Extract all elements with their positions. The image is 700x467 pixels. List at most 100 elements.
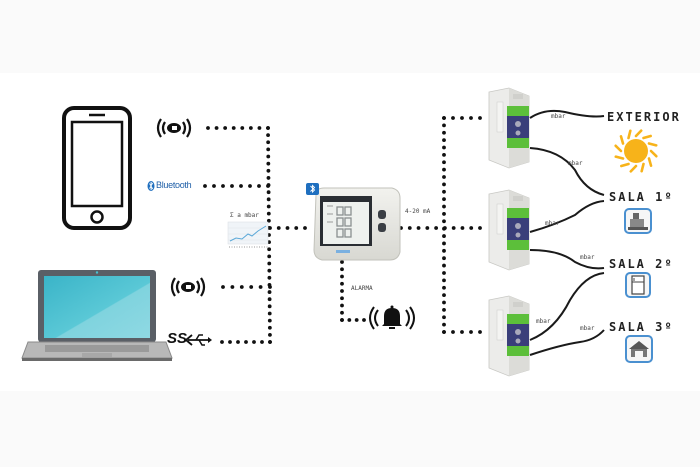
- connection-dot: [442, 160, 446, 165]
- room-label-sala-1: SALA 1º: [609, 190, 674, 204]
- cable-sala3: [529, 329, 605, 356]
- room-label-sala-2: SALA 2º: [609, 257, 674, 271]
- connection-dot: [442, 138, 446, 143]
- connection-dot: [228, 340, 232, 344]
- connection-dot: [252, 340, 256, 344]
- connection-dot: [266, 204, 271, 209]
- connection-dot: [460, 226, 465, 230]
- connection-dot: [212, 184, 216, 188]
- connection-dot: [442, 330, 446, 334]
- connection-dot: [442, 182, 446, 187]
- sensor-cables: [529, 109, 605, 356]
- connection-dot: [442, 256, 446, 261]
- connection-dot: [223, 126, 228, 130]
- connection-dot: [266, 154, 271, 159]
- connection-dot: [267, 275, 272, 280]
- connection-dot: [267, 290, 272, 294]
- connection-dot: [442, 300, 446, 305]
- sun-icon: [614, 129, 658, 173]
- connection-dot: [221, 285, 225, 289]
- connection-dot: [442, 189, 446, 194]
- connection-dot: [214, 126, 219, 130]
- sun-ray: [614, 155, 625, 160]
- cable-label: mbar: [580, 254, 595, 261]
- transmitter-module: [488, 295, 530, 377]
- connection-dot: [285, 226, 290, 230]
- connection-dot: [442, 315, 446, 320]
- cable-label: mbar: [551, 113, 566, 120]
- sun-ray: [634, 129, 643, 138]
- connection-dot: [442, 278, 446, 283]
- laptop-icon: [21, 270, 173, 361]
- connection-dot: [268, 340, 272, 344]
- connection-dot: [267, 254, 272, 259]
- connection-dot: [362, 318, 366, 322]
- connection-dot: [206, 126, 210, 130]
- connection-dot: [340, 310, 344, 315]
- connection-dot: [266, 211, 271, 216]
- connection-dot: [460, 116, 464, 120]
- smartphone-icon: [62, 106, 132, 230]
- connection-dot: [416, 226, 421, 230]
- usb-icon: [185, 334, 212, 346]
- connection-dot: [267, 304, 272, 309]
- connection-dot: [442, 322, 446, 327]
- wifi-icon: [156, 118, 192, 138]
- connection-dot: [442, 293, 446, 298]
- bluetooth-label: Bluetooth: [156, 180, 192, 190]
- connection-dot: [451, 330, 455, 334]
- connection-dot: [266, 218, 271, 223]
- connection-dot: [340, 296, 344, 301]
- cable-sala1-a: [529, 147, 605, 196]
- connection-dot: [442, 167, 446, 172]
- connection-dot: [276, 226, 281, 230]
- bluetooth-icon: [147, 181, 155, 191]
- connection-dot: [442, 204, 446, 209]
- connection-dot: [267, 261, 272, 266]
- sun-ray: [629, 164, 638, 173]
- connection-dot: [425, 226, 430, 230]
- connection-dot: [267, 325, 272, 330]
- connection-dot: [340, 318, 344, 322]
- connection-dot: [239, 285, 244, 289]
- connection-dot: [340, 281, 344, 286]
- connection-dot: [442, 145, 446, 150]
- connection-dot: [220, 340, 224, 344]
- graph-caption: Σ a mbar: [230, 212, 259, 219]
- connection-dot: [267, 247, 272, 252]
- connection-dot: [266, 147, 271, 152]
- connection-dot: [442, 248, 446, 253]
- usb-label: SS: [167, 330, 188, 347]
- connection-dot: [340, 267, 344, 272]
- connection-dot: [257, 184, 261, 188]
- cable-sala1-b: [529, 200, 605, 233]
- connection-dot: [294, 226, 299, 230]
- connection-dot: [266, 176, 271, 180]
- lab-equipment-icon: [624, 208, 652, 234]
- connection-dot: [230, 285, 235, 289]
- connection-dot: [260, 340, 264, 344]
- sun-ray: [647, 157, 653, 167]
- connection-dot: [442, 130, 446, 135]
- connection-dot: [442, 271, 446, 275]
- cable-sala2-b: [529, 272, 605, 341]
- connection-dot: [442, 226, 446, 231]
- connection-dot: [442, 116, 446, 120]
- refrigerator-icon: [625, 272, 651, 298]
- connection-dot: [442, 263, 446, 268]
- connection-dot: [340, 274, 344, 279]
- connection-dot: [442, 307, 446, 312]
- connection-dot: [442, 123, 446, 128]
- connection-dot: [340, 260, 344, 264]
- cable-label: mbar: [536, 318, 551, 325]
- sun-ray: [649, 149, 658, 158]
- controller-device: [313, 187, 401, 261]
- connection-dot: [266, 168, 271, 173]
- analog-signal-label: 4-20 mA: [405, 208, 431, 215]
- connection-dot: [258, 285, 263, 289]
- room-label-sala-3: SALA 3º: [609, 320, 674, 334]
- connection-dot: [268, 226, 272, 230]
- sun-ray: [647, 142, 658, 147]
- connection-dot: [442, 234, 446, 238]
